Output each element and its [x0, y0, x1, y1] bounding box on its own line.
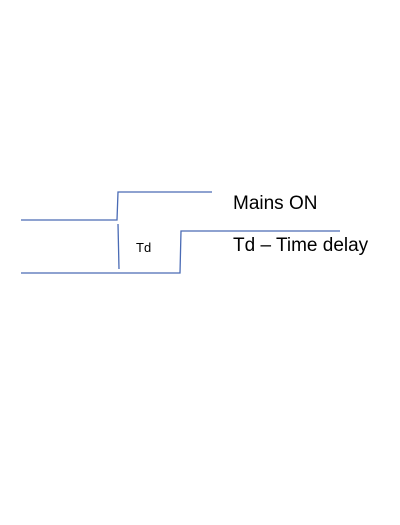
mains-on-label: Mains ON: [233, 193, 318, 214]
time-delay-marker-label: Td: [136, 240, 152, 255]
mains-on-waveform: [21, 191, 212, 221]
time-delay-description-label: Td – Time delay: [233, 235, 369, 256]
delay-start-marker: [117, 223, 120, 270]
delayed-output-waveform: [21, 230, 340, 274]
